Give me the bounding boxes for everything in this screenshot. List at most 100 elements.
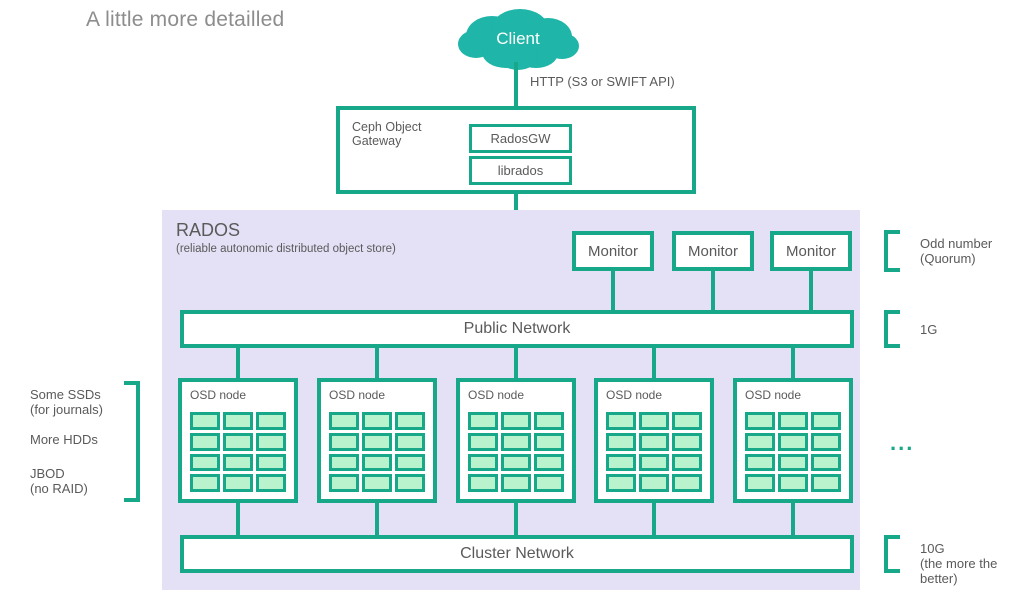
osd-disk-fill — [748, 477, 772, 489]
connector-client-gateway — [514, 62, 518, 108]
osd-disk-fill — [226, 477, 250, 489]
monitor-box-1[interactable]: Monitor — [572, 231, 654, 271]
osd-disk — [362, 412, 392, 430]
osd-disk-fill — [226, 456, 250, 469]
osd-disk — [395, 474, 425, 492]
osd-disk-fill — [642, 435, 666, 448]
client-cloud[interactable]: Client — [448, 8, 588, 74]
osd-disk-fill — [748, 456, 772, 469]
osd-disk-fill — [193, 435, 217, 448]
osd-disk — [223, 474, 253, 492]
osd-disk — [639, 453, 669, 472]
osd-disk-fill — [814, 435, 838, 448]
osd-disk — [811, 474, 841, 492]
connector-osd-cluster-2 — [375, 503, 379, 536]
osd-disk — [745, 432, 775, 451]
connector-osd-cluster-5 — [791, 503, 795, 536]
connector-public-osd-3 — [514, 348, 518, 378]
osd-disk-fill — [814, 477, 838, 489]
osd-disk — [745, 412, 775, 430]
osd-disk — [362, 474, 392, 492]
osd-disk — [606, 474, 636, 492]
osd-disk-grid — [190, 412, 286, 492]
osd-disk-fill — [504, 456, 528, 469]
public-network-bar[interactable]: Public Network — [180, 310, 854, 348]
storage-ssd-line2: (for journals) — [30, 402, 103, 417]
osd-disk-fill — [675, 477, 699, 489]
osd-disk-fill — [537, 456, 561, 469]
cluster-network-speed-annotation: 10G (the more the better) — [920, 541, 997, 586]
osd-disk — [639, 432, 669, 451]
protocol-label: HTTP (S3 or SWIFT API) — [530, 74, 675, 89]
osd-disk-fill — [471, 477, 495, 489]
osd-disk-fill — [642, 456, 666, 469]
osd-disk-fill — [365, 477, 389, 489]
osd-disk-fill — [193, 456, 217, 469]
osd-more-indicator: ... — [890, 430, 915, 455]
osd-disk-fill — [365, 435, 389, 448]
osd-node-label: OSD node — [468, 388, 525, 402]
osd-disk-fill — [675, 456, 699, 469]
gateway-components: RadosGW librados — [469, 124, 572, 185]
storage-annotation-hdd: More HDDs — [30, 432, 98, 447]
osd-disk — [190, 474, 220, 492]
cluster-network-bar[interactable]: Cluster Network — [180, 535, 854, 573]
cluster-network-bracket — [884, 535, 900, 573]
osd-disk — [501, 453, 531, 472]
cloud-icon — [458, 9, 579, 70]
ceph-object-gateway-box[interactable]: Ceph Object Gateway RadosGW librados — [336, 106, 696, 194]
osd-disk — [606, 453, 636, 472]
osd-disk — [468, 453, 498, 472]
osd-disk-fill — [259, 477, 283, 489]
osd-node-2[interactable]: OSD node — [317, 378, 437, 503]
gateway-label: Ceph Object Gateway — [352, 120, 421, 148]
osd-disk-fill — [471, 456, 495, 469]
osd-node-4[interactable]: OSD node — [594, 378, 714, 503]
osd-disk — [362, 432, 392, 451]
monitor-box-3[interactable]: Monitor — [770, 231, 852, 271]
osd-disk-fill — [642, 477, 666, 489]
storage-hdd-line1: More HDDs — [30, 432, 98, 447]
osd-disk — [745, 474, 775, 492]
osd-disk — [606, 432, 636, 451]
osd-disk — [534, 412, 564, 430]
page-title: A little more detailled — [86, 8, 285, 31]
osd-disk — [223, 453, 253, 472]
osd-disk — [223, 432, 253, 451]
osd-disk — [190, 412, 220, 430]
osd-disk — [329, 453, 359, 472]
osd-disk-fill — [226, 435, 250, 448]
osd-disk — [778, 474, 808, 492]
cluster-speed-line2: (the more the — [920, 556, 998, 571]
osd-node-label: OSD node — [190, 388, 247, 402]
storage-jbod-line2: (no RAID) — [30, 481, 88, 496]
osd-disk — [639, 474, 669, 492]
osd-node-3[interactable]: OSD node — [456, 378, 576, 503]
osd-disk — [501, 432, 531, 451]
osd-disk — [606, 412, 636, 430]
osd-node-5[interactable]: OSD node — [733, 378, 853, 503]
cluster-speed-line3: better) — [920, 571, 958, 586]
osd-disk-fill — [675, 435, 699, 448]
librados-box[interactable]: librados — [469, 156, 572, 185]
osd-disk — [256, 432, 286, 451]
storage-bracket — [124, 381, 140, 502]
osd-disk — [329, 474, 359, 492]
radosgw-box[interactable]: RadosGW — [469, 124, 572, 153]
osd-disk-fill — [675, 415, 699, 427]
osd-node-1[interactable]: OSD node — [178, 378, 298, 503]
quorum-bracket — [884, 230, 900, 272]
osd-disk — [468, 474, 498, 492]
quorum-annotation: Odd number (Quorum) — [920, 236, 992, 266]
monitor-box-2[interactable]: Monitor — [672, 231, 754, 271]
osd-disk — [395, 432, 425, 451]
osd-disk — [362, 453, 392, 472]
osd-disk-fill — [748, 435, 772, 448]
osd-disk — [811, 453, 841, 472]
osd-disk-fill — [226, 415, 250, 427]
connector-osd-cluster-3 — [514, 503, 518, 536]
osd-disk-fill — [504, 415, 528, 427]
osd-disk — [501, 474, 531, 492]
osd-disk-fill — [781, 435, 805, 448]
public-network-speed-annotation: 1G — [920, 322, 938, 337]
